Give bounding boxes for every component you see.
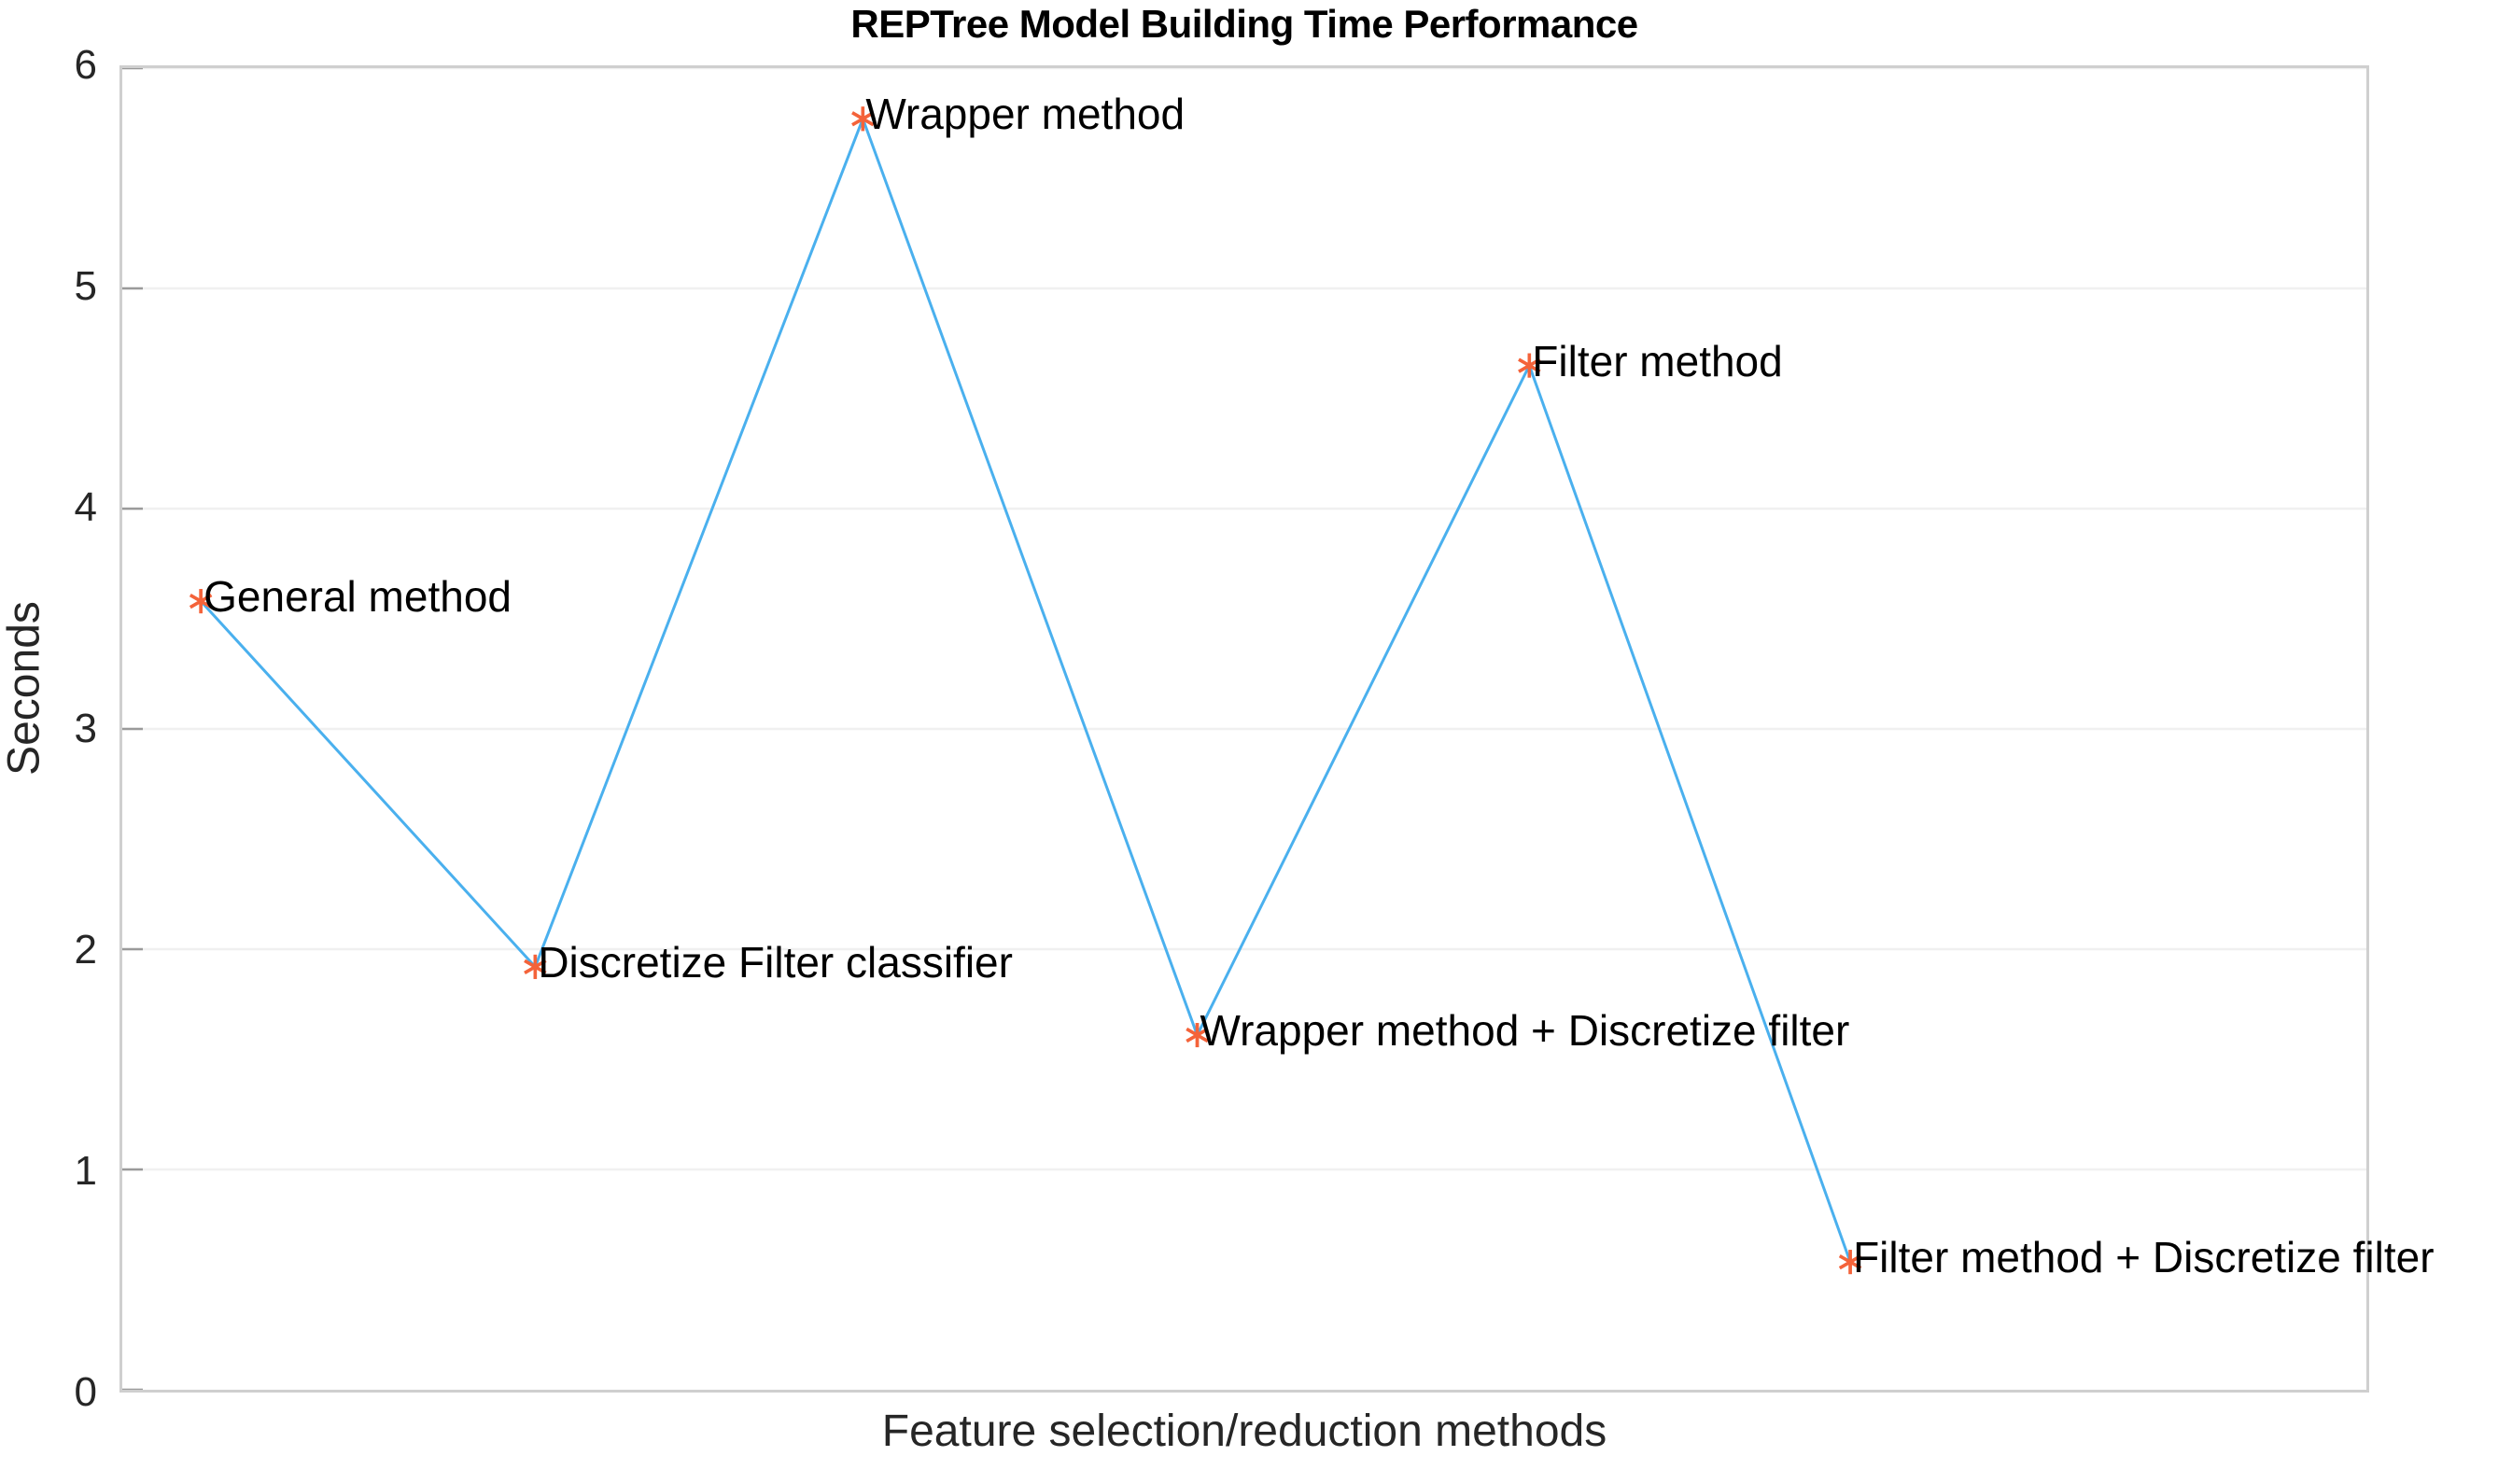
point-label-general-method: General method bbox=[203, 572, 512, 622]
y-tick-label-4: 4 bbox=[74, 484, 97, 530]
y-tick-label-6: 6 bbox=[74, 42, 97, 88]
data-marker-6 bbox=[1838, 1250, 1862, 1275]
point-label-filter-method: Filter method bbox=[1532, 336, 1783, 385]
y-tick-label-3: 3 bbox=[74, 706, 97, 751]
y-tick-label-5: 5 bbox=[74, 263, 97, 309]
data-marker-2 bbox=[524, 954, 547, 979]
data-marker-1 bbox=[189, 589, 213, 614]
data-markers bbox=[189, 106, 1862, 1275]
y-tick-label-2: 2 bbox=[74, 927, 97, 973]
data-line bbox=[200, 115, 1852, 1263]
point-label-wrapper-method-discretize-filter: Wrapper method + Discretize filter bbox=[1200, 1006, 1850, 1056]
y-tick-label-0: 0 bbox=[74, 1369, 97, 1415]
y-tick-label-1: 1 bbox=[74, 1148, 97, 1194]
y-axis-tick-labels: 6 5 4 3 2 1 0 bbox=[0, 0, 119, 1484]
data-marker-3 bbox=[851, 106, 875, 132]
point-label-discretize-filter-classifier: Discretize Filter classifier bbox=[538, 937, 1013, 987]
plot-svg bbox=[122, 68, 2366, 1390]
x-axis-title: Feature selection/reduction methods bbox=[881, 1407, 1607, 1456]
point-label-filter-method-discretize-filter: Filter method + Discretize filter bbox=[1853, 1233, 2435, 1282]
point-label-wrapper-method: Wrapper method bbox=[865, 90, 1186, 139]
y-axis-ticks bbox=[122, 68, 143, 1390]
chart-title: REPTree Model Building Time Performance bbox=[850, 2, 1638, 46]
plot-area bbox=[119, 65, 2369, 1393]
data-marker-4 bbox=[1186, 1023, 1209, 1048]
data-marker-5 bbox=[1518, 353, 1541, 378]
gridlines bbox=[122, 68, 2366, 1171]
y-axis-title: Seconds bbox=[0, 601, 49, 776]
